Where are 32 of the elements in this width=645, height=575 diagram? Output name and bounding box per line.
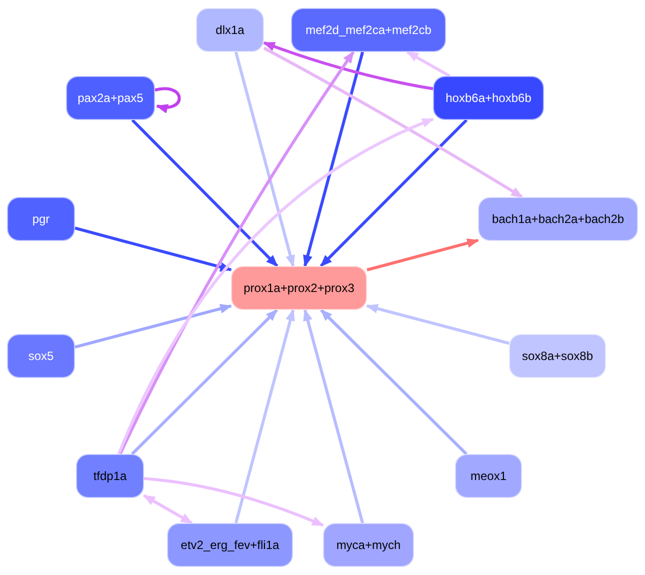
- gene-node: myca+mych: [323, 523, 414, 567]
- arrow: [118, 51, 355, 455]
- gene-node: sox5: [7, 334, 75, 378]
- arrow: [320, 118, 468, 268]
- gene-node: etv2_erg_fev+fli1a: [167, 523, 293, 567]
- arrow: [263, 46, 524, 198]
- arrow: [142, 494, 193, 524]
- arrow: [406, 50, 450, 78]
- gene-node: hoxb6a+hoxb6b: [433, 76, 544, 120]
- gene-node: bach1a+bach2a+bach2b: [478, 197, 638, 241]
- arrow: [303, 308, 364, 524]
- gene-node: pgr: [7, 197, 75, 241]
- arrow: [144, 477, 324, 527]
- gene-node: meox1: [455, 454, 522, 498]
- arrow: [131, 308, 278, 456]
- gene-node: pax2a+pax5: [66, 76, 155, 120]
- arrow: [303, 52, 364, 268]
- arrow: [234, 308, 295, 524]
- arrow: [366, 238, 480, 272]
- gene-node: prox1a+prox2+prox3: [231, 266, 367, 310]
- arrow: [74, 226, 232, 272]
- arrow: [154, 87, 181, 113]
- arrow: [320, 308, 468, 456]
- gene-node: mef2d_mef2ca+mef2cb: [291, 8, 446, 52]
- arrow: [74, 304, 232, 348]
- arrow: [366, 304, 510, 345]
- gene-node: dlx1a: [196, 8, 264, 52]
- gene-node: sox8a+sox8b: [509, 334, 606, 378]
- gene-node: tfdp1a: [76, 454, 144, 498]
- arrow: [262, 41, 434, 90]
- arrow: [131, 118, 278, 268]
- arrow: [234, 52, 295, 268]
